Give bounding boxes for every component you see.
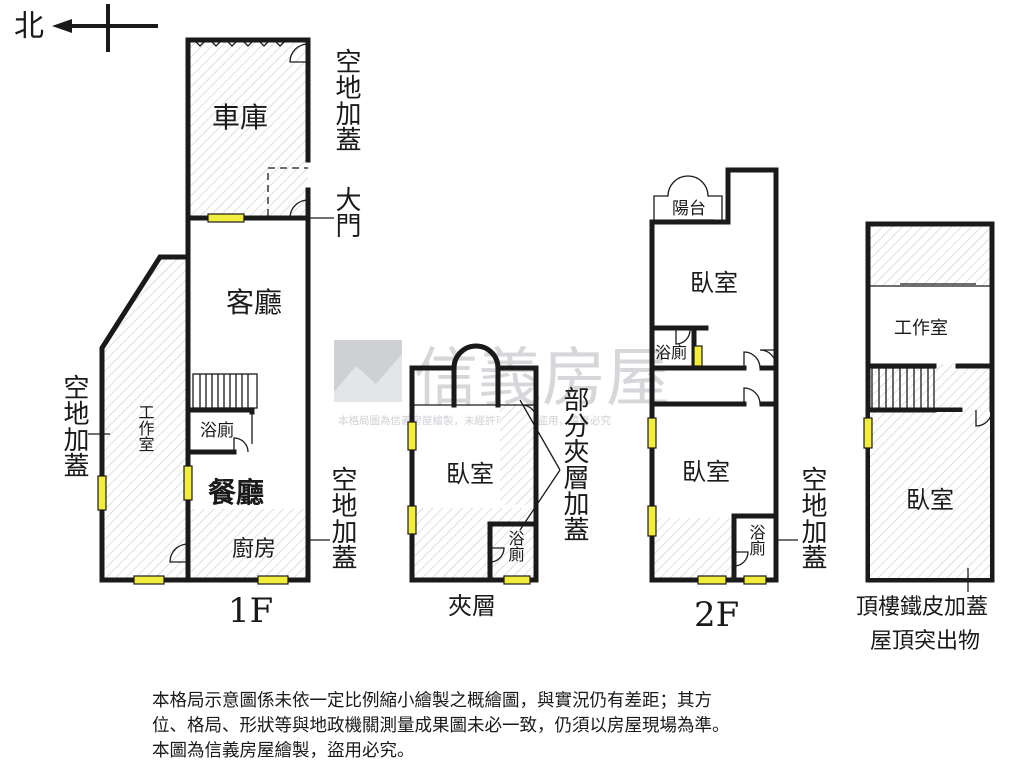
note-main-door: 大門 <box>331 186 361 238</box>
window-2f-bottom-right <box>743 575 767 585</box>
window-1f-bottom-right <box>257 575 289 585</box>
garage-area <box>189 40 308 218</box>
room-dining: 餐廳 <box>208 476 264 509</box>
main-door-icon <box>289 199 309 219</box>
window-1f-mid <box>183 465 193 501</box>
note-open-space-left: 空地加蓋 <box>59 374 89 478</box>
mezz-door-icon <box>521 404 537 420</box>
2f-door-top-icon <box>743 351 761 369</box>
note-open-space-right: 空地加蓋 <box>327 466 357 570</box>
1f-outer-wall <box>99 37 311 583</box>
room-workroom-roof: 工作室 <box>894 318 948 339</box>
disclaimer-line-3: 本圖為信義房屋繪製，盜用必究。 <box>152 741 415 761</box>
window-1f-bottom-left <box>133 575 165 585</box>
room-bedroom-2f-top: 臥室 <box>690 269 738 297</box>
window-1f-garage <box>207 213 245 223</box>
window-2f-left-bottom <box>647 505 657 537</box>
caption-mezzanine: 夾層 <box>448 592 496 620</box>
caption-2f: 2F <box>694 595 739 635</box>
compass-north-label: 北 <box>14 9 44 44</box>
watermark-notice: 本格局圖為信義房屋繪製，未經許可請勿加盜用，違者必究 <box>338 414 611 427</box>
living-area <box>191 220 308 507</box>
caption-roof-line1: 頂樓鐵皮加蓋 <box>856 595 988 620</box>
roof-workroom-area <box>870 286 990 364</box>
kitchen-area <box>191 509 308 580</box>
balcony-outline <box>653 175 723 222</box>
room-bedroom-mezz: 臥室 <box>446 460 494 488</box>
north-arrow-icon <box>52 19 72 33</box>
mezz-bay-arc <box>451 343 501 371</box>
disclaimer-line-1: 本格局示意圖係未依一定比例縮小繪製之概繪圖，與實況仍有差距；其方 <box>152 691 712 711</box>
2f-bath-top-door-icon <box>675 329 691 345</box>
room-bath-2f-top: 浴廁 <box>655 343 687 362</box>
room-bath-mezz: 浴廁 <box>506 530 525 563</box>
note-open-space-top: 空地加蓋 <box>331 48 361 152</box>
floor-2f: 陽台 臥室 浴廁 臥室 浴廁 空地加蓋 2F <box>647 167 827 635</box>
caption-1f: 1F <box>228 591 273 631</box>
disclaimer-line-2: 位、格局、形狀等與地政機關測量成果圖未必一致，仍須以房屋現場為準。 <box>152 716 730 736</box>
room-workroom-1f: 工作室 <box>136 404 155 452</box>
window-roof-left <box>863 417 873 449</box>
window-mezz-left-top <box>407 421 417 451</box>
bath-door-1f-icon <box>233 437 249 453</box>
roof-outer-wall <box>865 221 995 583</box>
2f-door-right-icon <box>759 349 777 367</box>
window-2f-bottom-left <box>697 575 727 585</box>
room-bath-1f: 浴廁 <box>200 420 234 441</box>
disclaimer: 本格局示意圖係未依一定比例縮小繪製之概繪圖，與實況仍有差距；其方 位、格局、形狀… <box>152 689 892 764</box>
room-bath-2f-bottom: 浴廁 <box>747 524 766 557</box>
floor-roof: 工作室 臥室 頂樓鐵皮加蓋 屋頂突出物 <box>856 221 995 654</box>
floor-mezzanine: 臥室 浴廁 部分夾層加蓋 夾層 <box>407 343 589 620</box>
room-living: 客廳 <box>226 286 282 319</box>
2f-bath-bottom-area <box>736 516 774 580</box>
caption-roof-line2: 屋頂突出物 <box>870 629 980 654</box>
compass: 北 <box>14 4 158 52</box>
floor-1f: 車庫 客廳 餐廳 廚房 浴廁 工作室 空地加蓋 大門 空地加蓋 空地加蓋 1F <box>59 37 361 631</box>
note-open-space-2f: 空地加蓋 <box>797 466 827 570</box>
window-2f-bath <box>693 345 703 367</box>
window-mezz-bottom <box>503 575 531 585</box>
workroom-area <box>102 257 188 580</box>
room-balcony: 陽台 <box>672 199 706 219</box>
garage-side-door-icon <box>289 43 309 63</box>
bath-area-1f <box>192 412 252 452</box>
stairs-1f-icon <box>192 373 258 409</box>
mezz-hatch-upper <box>500 405 534 505</box>
2f-bath-bottom-door-icon <box>733 551 749 567</box>
workroom-door-icon <box>169 543 189 563</box>
room-bedroom-2f-bottom: 臥室 <box>682 458 730 486</box>
roof-hatch-fill-under-stairs <box>870 412 990 578</box>
note-partial-mezzanine: 部分夾層加蓋 <box>559 386 589 542</box>
garage-door-icon <box>191 37 289 47</box>
bath-door-mezz-icon <box>489 547 505 563</box>
window-2f-left-top <box>647 417 657 449</box>
mezz-outer-wall <box>409 365 539 583</box>
2f-door-mid-icon <box>743 387 761 405</box>
roof-door-icon <box>975 409 993 427</box>
2f-outer-wall <box>649 167 779 583</box>
window-1f-left <box>97 475 107 511</box>
room-kitchen: 廚房 <box>232 537 276 562</box>
window-mezz-left-bottom <box>407 505 417 535</box>
mezz-hatch-lower <box>414 508 534 578</box>
room-garage: 車庫 <box>212 101 268 134</box>
room-bedroom-roof: 臥室 <box>906 486 954 514</box>
